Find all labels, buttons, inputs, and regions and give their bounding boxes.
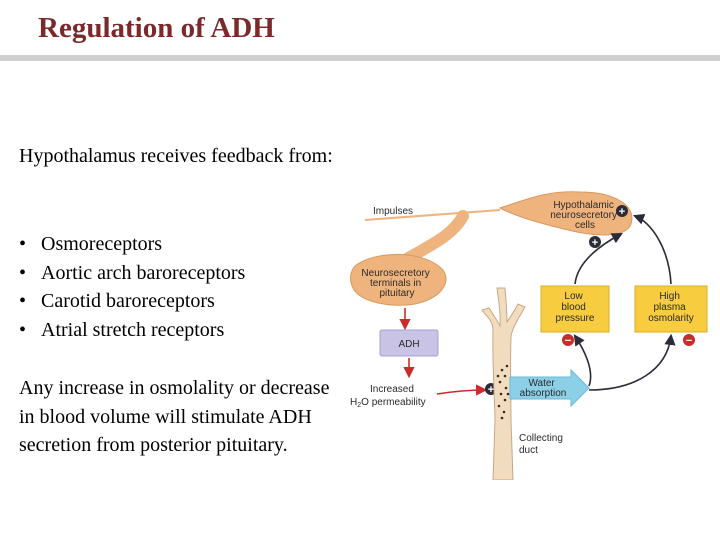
title-divider bbox=[0, 55, 720, 61]
bullet-icon: • bbox=[19, 233, 27, 255]
bullet-icon: • bbox=[19, 290, 27, 313]
plus-symbol: + bbox=[592, 237, 598, 249]
neurosecretory-label: Neurosecretory terminals in pituitary bbox=[361, 268, 432, 299]
water-absorption-arrow bbox=[509, 368, 590, 408]
low-bp-to-hypothalamus-arrow bbox=[574, 232, 623, 285]
minus-sign-low-bp bbox=[562, 334, 574, 346]
water-absorption-label: Water absorption bbox=[520, 378, 567, 399]
adh-label: ADH bbox=[398, 339, 419, 350]
plus-symbol: + bbox=[488, 384, 494, 396]
feedback-list: •Osmoreceptors •Aortic arch baroreceptor… bbox=[19, 230, 245, 344]
summary-text: Any increase in osmolality or decrease i… bbox=[19, 377, 330, 456]
increased-label: Increased bbox=[370, 384, 414, 395]
impulses-label: Impulses bbox=[373, 206, 413, 217]
plus-sign-high-po bbox=[616, 205, 628, 217]
low-blood-pressure-box bbox=[540, 285, 610, 333]
list-item: •Aortic arch baroreceptors bbox=[19, 259, 245, 288]
duct-cell-dots bbox=[496, 364, 510, 420]
minus-symbol: − bbox=[686, 335, 692, 347]
intro-text: Hypothalamus receives feedback from: bbox=[19, 145, 333, 167]
bullet-icon: • bbox=[19, 261, 27, 284]
axon-line bbox=[364, 209, 501, 221]
list-item: •Osmoreceptors bbox=[19, 230, 245, 259]
h2o-permeability-label: H2O permeability bbox=[350, 397, 426, 409]
collecting-duct-label: Collecting duct bbox=[519, 433, 566, 456]
hypothalamic-label: Hypothalamic neurosecretory cells bbox=[550, 200, 619, 231]
hypothalamic-cells-shape bbox=[498, 191, 633, 236]
high-po-to-hypothalamus-arrow bbox=[632, 213, 672, 285]
slide-title: Regulation of ADH bbox=[38, 12, 275, 44]
bullet-icon: • bbox=[19, 318, 27, 341]
minus-sign-high-po bbox=[683, 334, 695, 346]
plus-sign-low-bp bbox=[589, 236, 601, 248]
minus-symbol: − bbox=[565, 335, 571, 347]
plus-symbol: + bbox=[619, 206, 625, 218]
list-item: •Carotid baroreceptors bbox=[19, 287, 245, 316]
adh-box bbox=[379, 329, 439, 357]
collecting-duct-shape bbox=[481, 287, 526, 480]
water-to-high-po-arrow bbox=[588, 333, 676, 391]
neurosecretory-terminals-shape bbox=[350, 253, 447, 306]
adh-regulation-diagram: Hypothalamic neurosecretory cells Impuls… bbox=[350, 191, 708, 480]
list-item: •Atrial stretch receptors bbox=[19, 316, 245, 345]
low-blood-pressure-label: Low blood pressure bbox=[556, 291, 595, 324]
high-plasma-osmolarity-box bbox=[634, 285, 708, 333]
water-to-low-bp-arrow bbox=[573, 334, 592, 387]
high-plasma-osmolarity-label: High plasma osmolarity bbox=[648, 291, 694, 324]
permeability-to-duct-arrow bbox=[436, 384, 488, 396]
